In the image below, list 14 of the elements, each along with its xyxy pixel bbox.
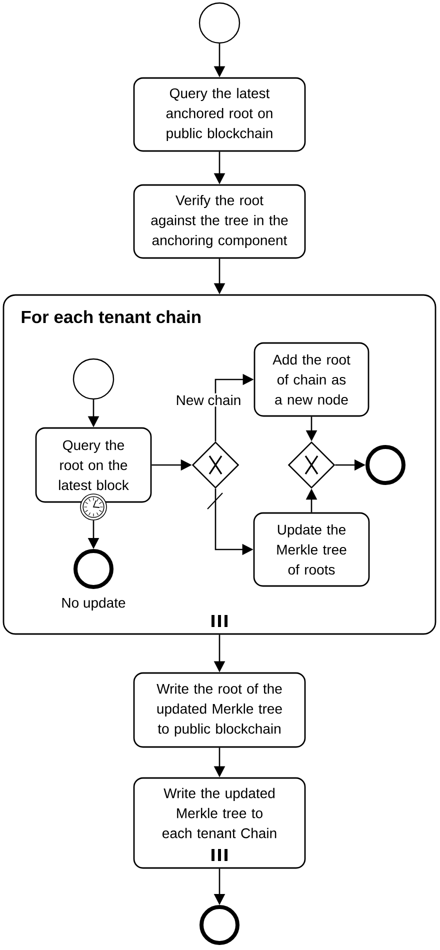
- task-box: Write the updated Merkle tree to each tenant Chain: [133, 777, 306, 869]
- end-event: [200, 905, 240, 945]
- start-event: [198, 2, 240, 44]
- event-label: No update: [62, 597, 126, 611]
- timer-event: [80, 494, 107, 520]
- task-box: Write the root of the updated Merkle tree to public blockchain: [133, 672, 306, 748]
- task-box: Query the latest anchored root on public blockchain: [133, 77, 306, 152]
- task-box: Verify the root against the tree in the anchoring component: [133, 184, 306, 259]
- task-box: Query the root on the latest block: [35, 427, 152, 503]
- end-event: [366, 445, 406, 485]
- task-box: Add the root of chain as a new node: [254, 342, 370, 417]
- edge-label: New chain: [174, 393, 243, 407]
- task-box: Update the Merkle tree of roots: [253, 512, 370, 587]
- start-event: [72, 358, 114, 400]
